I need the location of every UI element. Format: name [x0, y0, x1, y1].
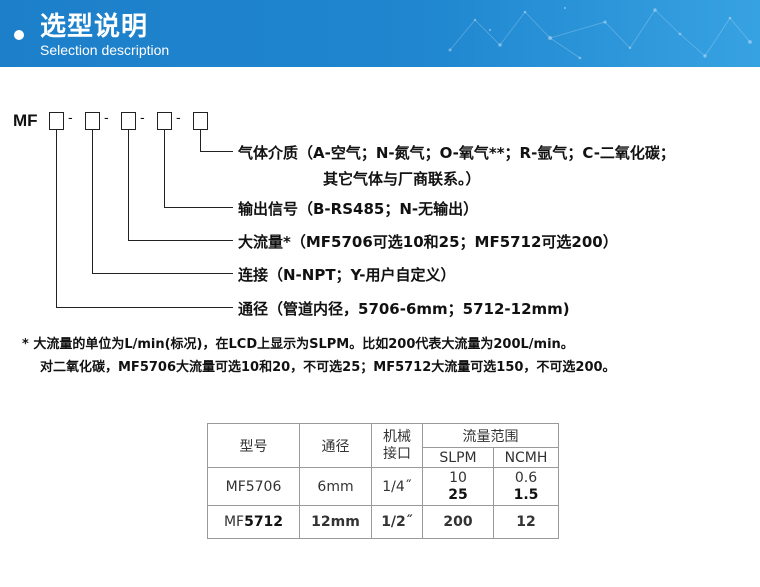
cell-slpm: 200	[422, 505, 494, 539]
section-title: 选型说明	[40, 12, 149, 42]
leader-line-connection-h	[92, 273, 233, 274]
section-header: 选型说明 Selection description	[0, 0, 760, 67]
section-subtitle: Selection description	[40, 42, 170, 58]
desc-signal: 输出信号（B-RS485；N-无输出）	[238, 200, 479, 218]
cell-model: MF5706	[207, 467, 300, 506]
model-code-prefix: MF	[13, 111, 38, 130]
header-ncmh: NCMH	[493, 447, 559, 468]
desc-medium-line2: 其它气体与厂商联系。）	[323, 170, 481, 188]
desc-connection: 连接（N-NPT；Y-用户自定义）	[238, 266, 456, 284]
leader-line-diameter-h	[56, 307, 233, 308]
leader-line-flow-v	[128, 130, 129, 241]
cell-interface: 1/2˝	[371, 505, 423, 539]
leader-line-connection-v	[92, 130, 93, 274]
cell-model: MF5712	[207, 505, 300, 539]
code-box-flow	[121, 112, 136, 130]
desc-diameter: 通径（管道内径，5706-6mm；5712-12mm)	[238, 300, 570, 318]
desc-flow: 大流量*（MF5706可选10和25；MF5712可选200）	[238, 233, 618, 251]
leader-line-medium-h	[200, 151, 233, 152]
code-separator: -	[140, 111, 145, 126]
leader-line-diameter-v	[56, 130, 57, 308]
code-box-medium	[193, 112, 208, 130]
code-box-diameter	[49, 112, 64, 130]
cell-diameter: 12mm	[299, 505, 372, 539]
code-separator: -	[104, 111, 109, 126]
leader-line-signal-v	[164, 130, 165, 208]
note-line1: * 大流量的单位为L/min(标况)，在LCD上显示为SLPM。比如200代表大…	[22, 337, 574, 352]
cell-diameter: 6mm	[299, 467, 372, 506]
header-slpm: SLPM	[422, 447, 494, 468]
code-box-connection	[85, 112, 100, 130]
leader-line-signal-h	[164, 207, 233, 208]
header-flow-range: 流量范围	[422, 423, 559, 448]
header-model: 型号	[207, 423, 300, 468]
header-diameter: 通径	[299, 423, 372, 468]
code-separator: -	[68, 111, 73, 126]
cell-interface: 1/4˝	[371, 467, 423, 506]
note-line2: 对二氧化碳，MF5706大流量可选10和20，不可选25；MF5712大流量可选…	[40, 360, 616, 375]
header-mech-interface: 机械接口	[371, 423, 423, 468]
decorative-dots	[448, 6, 752, 60]
desc-medium-line1: 气体介质（A-空气；N-氮气；O-氧气**；R-氩气；C-二氧化碳；	[238, 144, 675, 162]
header-bullet-icon	[14, 30, 24, 40]
leader-line-flow-h	[128, 240, 233, 241]
leader-line-medium-v	[200, 130, 201, 152]
cell-ncmh: 12	[493, 505, 559, 539]
spec-table: 型号 通径 机械接口 流量范围 SLPM NCMH MF5706 6mm 1/4…	[207, 423, 559, 539]
code-box-signal	[157, 112, 172, 130]
code-separator: -	[176, 111, 181, 126]
